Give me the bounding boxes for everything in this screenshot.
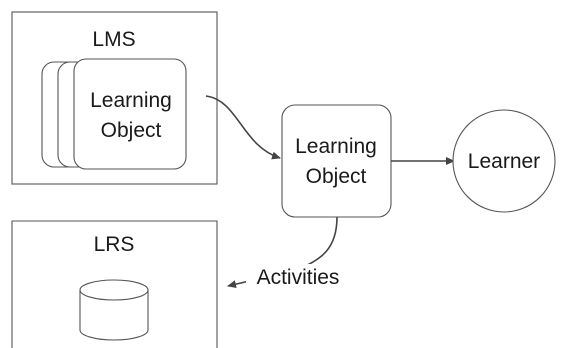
learning-object-node: Learning Object [281, 104, 392, 218]
database-body [79, 290, 149, 341]
database-icon [79, 279, 149, 341]
learning-object-label-line2: Object [306, 165, 367, 188]
lms-learning-object-label-line2: Object [101, 119, 162, 142]
learning-object-box [281, 104, 392, 218]
activities-label-bg [246, 264, 350, 290]
lms-learning-object-card [73, 58, 187, 170]
lrs-label: LRS [94, 233, 135, 256]
lms-to-learning-object-arrow [205, 95, 281, 160]
learner-circle [452, 109, 556, 213]
learning-object-label-line1: Learning [295, 135, 377, 158]
lms-learning-object-label-line1: Learning [90, 89, 172, 112]
database-top [79, 279, 149, 301]
activities-label-group: Activities [246, 264, 350, 290]
activities-label: Activities [257, 266, 340, 289]
lms-label: LMS [92, 28, 135, 51]
lms-container: LMS Learning Object [11, 11, 218, 185]
learner-label: Learner [468, 150, 540, 173]
lrs-container: LRS [11, 220, 218, 348]
learner-node: Learner [452, 109, 556, 213]
